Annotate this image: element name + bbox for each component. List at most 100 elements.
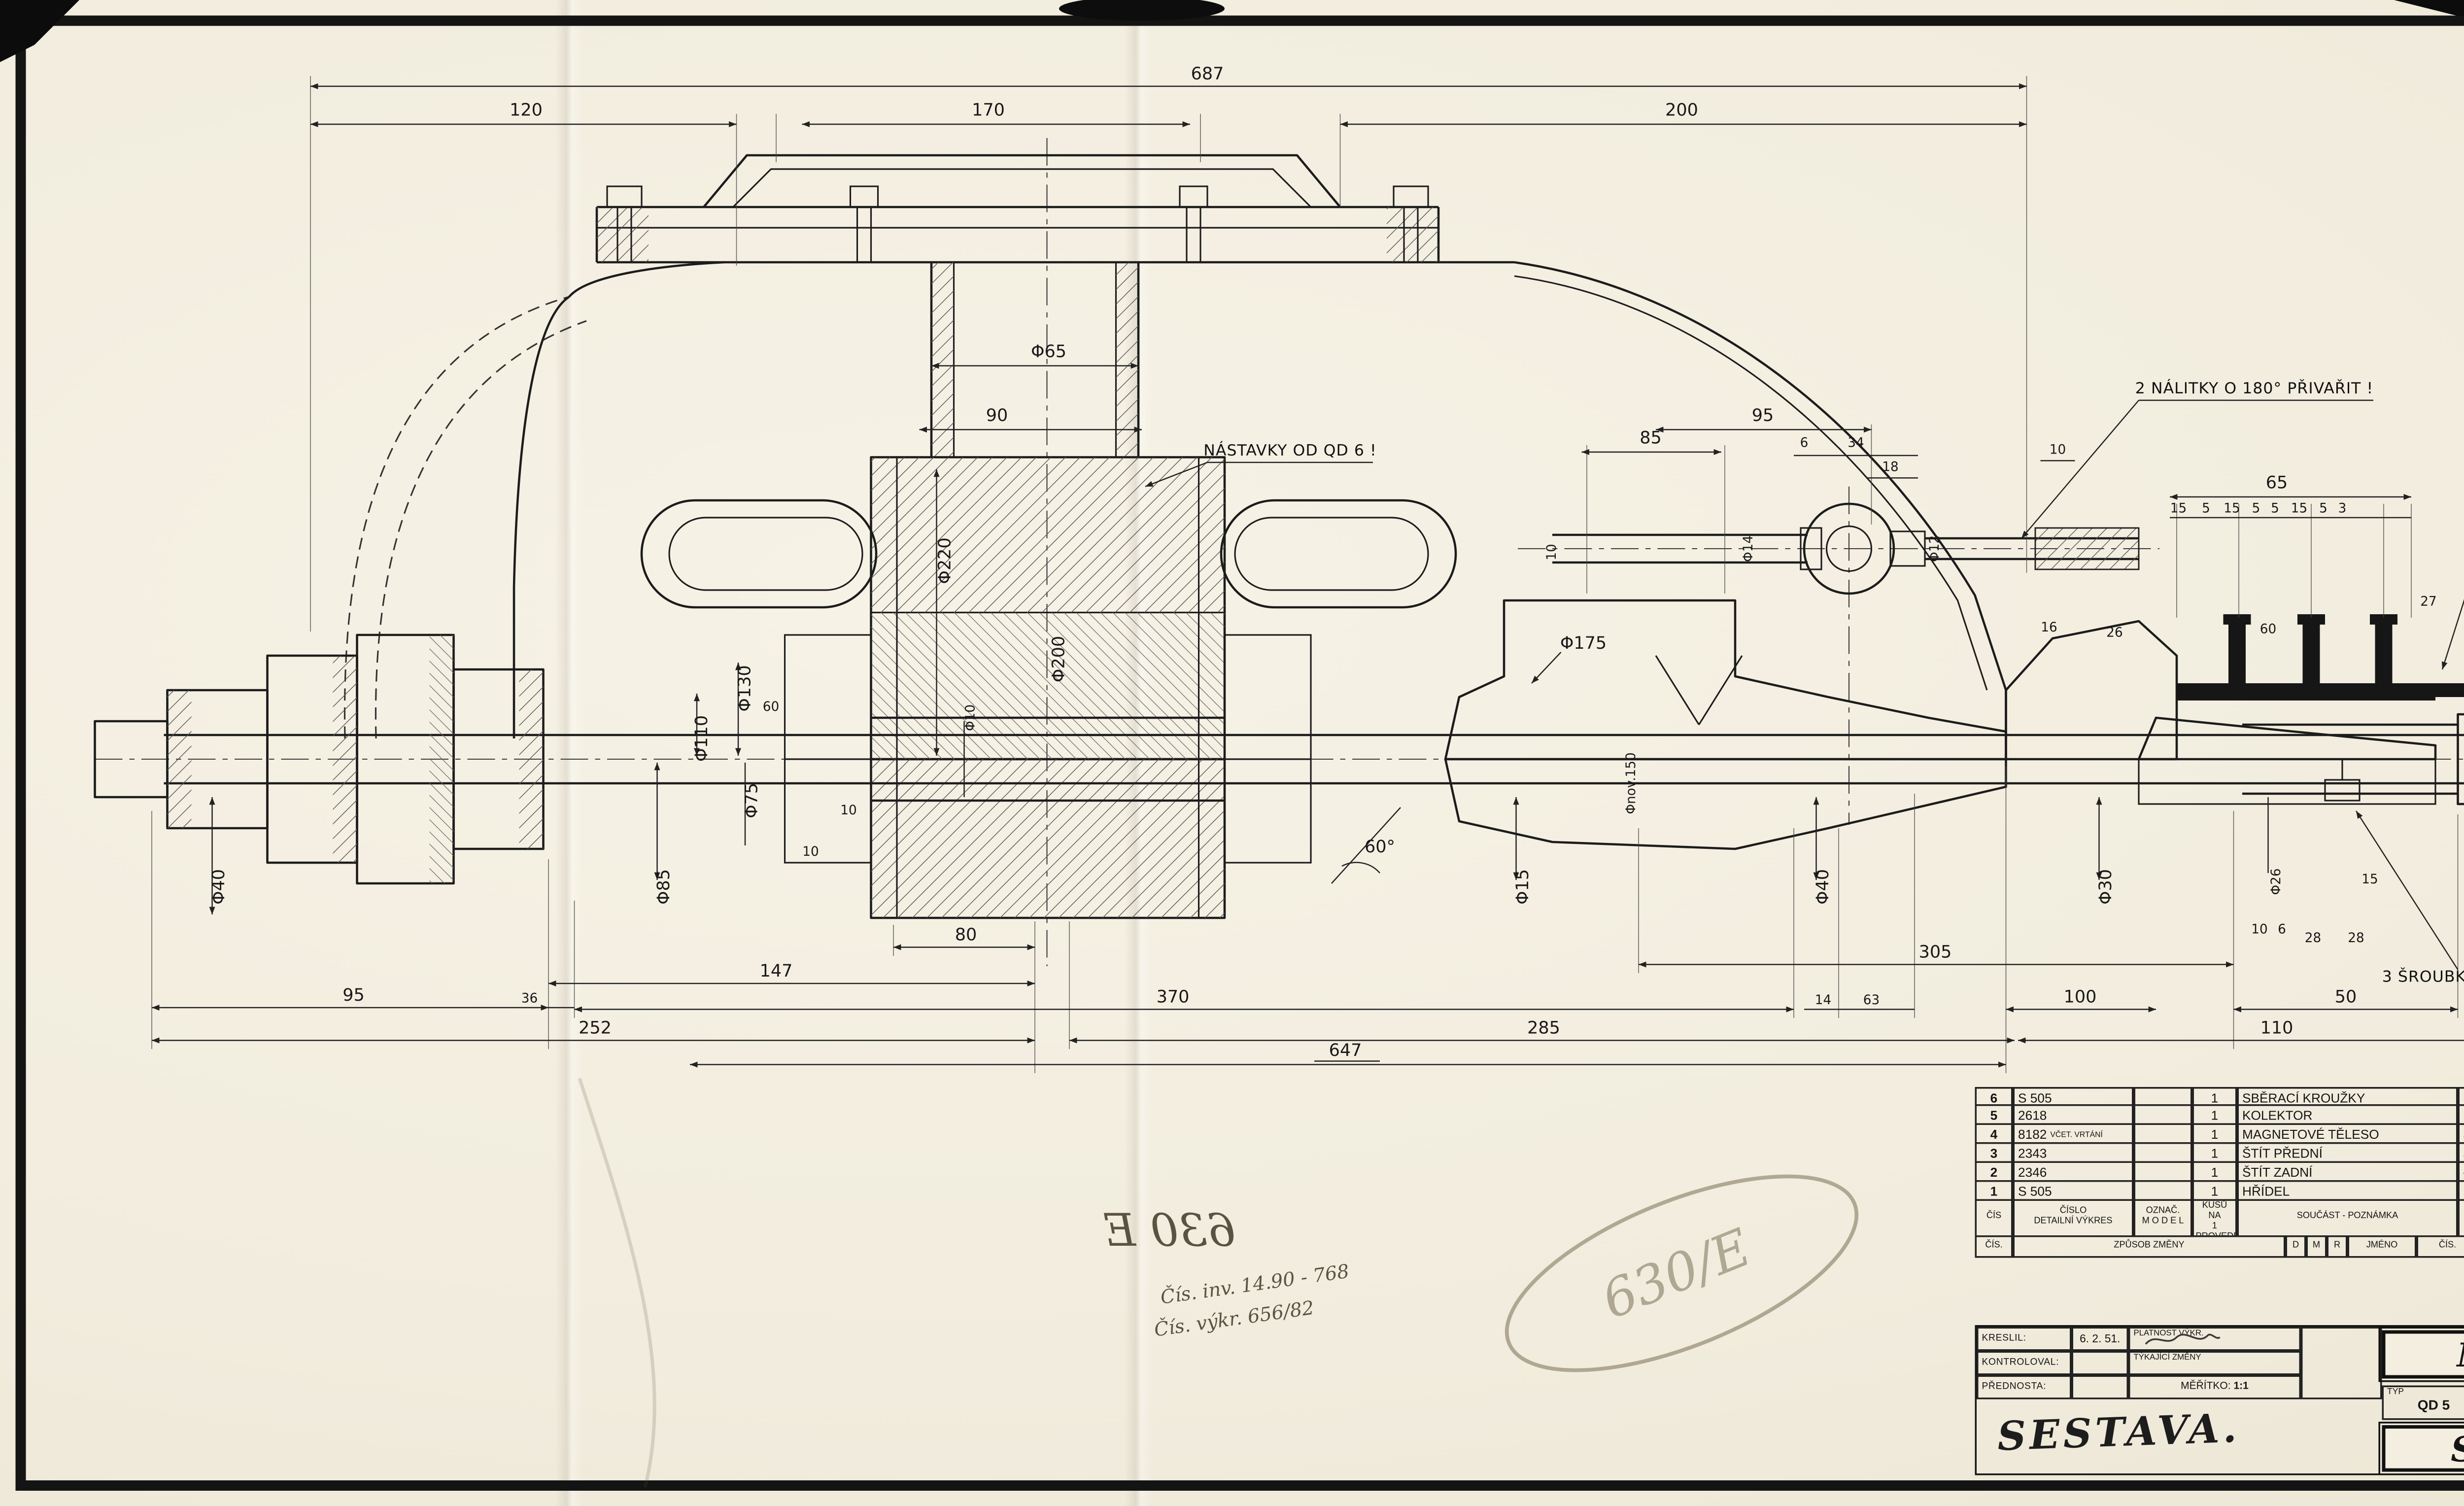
platnost-note: TÝKAJÍCÍ ZMĚNY bbox=[2128, 1351, 2301, 1375]
extension-lines bbox=[151, 76, 2459, 1073]
inventory-note: Čís. inv. 14.90 - 768 bbox=[1159, 1260, 1351, 1309]
dim-label: 63 bbox=[1863, 993, 1880, 1008]
note-nalitky: 2 NÁLITKY O 180° PŘIVAŘIT ! bbox=[2135, 379, 2373, 397]
dim-label: 95 bbox=[342, 985, 365, 1005]
dim-label: Φ30 bbox=[2096, 869, 2116, 905]
parts-row: 1S 5051HŘÍDELMĚK. OCEL bbox=[1975, 1182, 2464, 1201]
dim-label: 36 bbox=[521, 991, 538, 1006]
dim-label: 14 bbox=[1815, 993, 1831, 1008]
dimension-lines bbox=[152, 83, 2464, 1068]
dim-label: Φ15 bbox=[1513, 869, 1533, 905]
sheet-frame bbox=[15, 15, 2464, 1491]
leader-notes: NÁSTAVKY OD QD 6 ! 2 NÁLITKY O 180° PŘIV… bbox=[1145, 379, 2464, 986]
dim-label: 28 bbox=[2348, 931, 2364, 946]
dim-label: 15 bbox=[2170, 501, 2187, 516]
handwritten-notes: 630 E Čís. inv. 14.90 - 768 Čís. výkr. 6… bbox=[1103, 1205, 1350, 1341]
dim-label: 60 bbox=[2260, 622, 2276, 637]
dimension-labels: 687 120 170 200 Φ65 90 95 85 6 34 18 10 … bbox=[209, 64, 2437, 1060]
dim-label: 200 bbox=[1665, 101, 1698, 120]
kreslil-label: KRESLIL: bbox=[1977, 1327, 2072, 1351]
stamp-text: 630/E bbox=[1594, 1217, 1759, 1331]
dim-label: Φ175 bbox=[1560, 633, 1607, 653]
front-end-shield bbox=[94, 633, 545, 885]
dim-label: Φ10 bbox=[963, 704, 978, 731]
stud-bolt-assembly bbox=[1552, 502, 2140, 595]
kontroloval-value bbox=[2071, 1351, 2128, 1375]
dim-label: 285 bbox=[1527, 1018, 1560, 1038]
mirrored-number: 630 E bbox=[1103, 1205, 1235, 1257]
dim-label: Φ40 bbox=[1813, 869, 1833, 905]
dim-label: 26 bbox=[2106, 626, 2122, 640]
dim-label: 370 bbox=[1157, 987, 1190, 1007]
dim-label: 65 bbox=[2266, 473, 2288, 493]
dim-label: 100 bbox=[2064, 987, 2097, 1007]
shaft bbox=[164, 713, 2464, 806]
drawing-number: S 505 bbox=[2378, 1422, 2464, 1475]
signature bbox=[2145, 1333, 2221, 1345]
dim-label: Φ12 bbox=[1927, 535, 1942, 562]
company-brand: MEAS bbox=[2378, 1327, 2464, 1382]
dim-label: Φ85 bbox=[654, 869, 674, 905]
stamp: 630/E bbox=[1505, 1174, 1859, 1372]
sestava-handwriting: SESTAVA. bbox=[1996, 1405, 2241, 1461]
dim-label: 15 bbox=[2361, 872, 2378, 887]
title-block: KRESLIL: 6. 2. 51. KONTROLOVAL: PŘEDNOST… bbox=[1975, 1325, 2464, 1475]
dim-label: Φ75 bbox=[742, 783, 762, 818]
dim-label: 110 bbox=[2260, 1018, 2293, 1038]
dim-label: Φ130 bbox=[735, 665, 755, 711]
dim-label: 80 bbox=[955, 925, 977, 945]
platnost-note: PLATNOST VÝKR. bbox=[2128, 1327, 2301, 1351]
dim-label: 34 bbox=[1848, 436, 1864, 451]
dim-label: Φnov.150 bbox=[1624, 752, 1639, 814]
rear-bearing-bracket bbox=[1444, 599, 2178, 850]
dim-label: 6 bbox=[2278, 922, 2286, 937]
prednosta-label: PŘEDNOSTA: bbox=[1977, 1375, 2072, 1400]
prednosta-value bbox=[2071, 1375, 2128, 1400]
frame-hidden-outline bbox=[343, 296, 587, 739]
dim-label: Φ220 bbox=[935, 537, 955, 584]
stator-core bbox=[784, 456, 1312, 919]
dim-label: 90 bbox=[986, 406, 1008, 425]
scale-cell: MĚŘÍTKO: 1:1 bbox=[2128, 1375, 2301, 1400]
parts-table-subheader: ČÍS. ZPŮSOB ZMĚNY D M R JMÉNO ČÍS. SVĚTL… bbox=[1975, 1237, 2464, 1258]
dim-label: 647 bbox=[1329, 1041, 1362, 1060]
dim-label: 60° bbox=[1365, 837, 1395, 857]
dim-label: 10 bbox=[840, 803, 856, 818]
kreslil-value: 6. 2. 51. bbox=[2071, 1327, 2128, 1351]
kontroloval-label: KONTROLOVAL: bbox=[1977, 1351, 2072, 1375]
dim-label: Φ110 bbox=[692, 715, 712, 762]
dim-label: 15 bbox=[2291, 501, 2307, 516]
empty-cell bbox=[2301, 1327, 2382, 1400]
dim-label: 27 bbox=[2420, 595, 2436, 609]
dim-label: 10 bbox=[1544, 544, 1559, 560]
dim-label: Φ65 bbox=[1031, 342, 1066, 362]
dim-label: 170 bbox=[972, 101, 1005, 120]
dim-label: 10 bbox=[802, 844, 819, 859]
dim-label: 15 bbox=[2224, 501, 2240, 516]
dim-label: 60 bbox=[763, 700, 779, 714]
dim-label: Φ14 bbox=[1741, 535, 1756, 562]
dim-label: 10 bbox=[2050, 443, 2066, 457]
dim-label: 10 bbox=[2251, 922, 2267, 937]
dim-label: 5 bbox=[2319, 501, 2327, 516]
note-nastavky: NÁSTAVKY OD QD 6 ! bbox=[1203, 441, 1376, 459]
dim-label: 16 bbox=[2041, 620, 2057, 635]
dim-label: 305 bbox=[1919, 943, 1952, 962]
dim-label: 50 bbox=[2335, 987, 2357, 1007]
dim-label: 5 bbox=[2252, 501, 2260, 516]
slip-ring-assembly bbox=[2137, 614, 2464, 805]
dim-label: 147 bbox=[760, 961, 793, 981]
note-sroubky: 3 ŠROUBKY O 120° ! 4 m Φ32 bbox=[2382, 967, 2464, 986]
dim-label: Φ40 bbox=[209, 869, 229, 905]
dim-label: 3 bbox=[2338, 501, 2347, 516]
dim-label: 5 bbox=[2271, 501, 2279, 516]
